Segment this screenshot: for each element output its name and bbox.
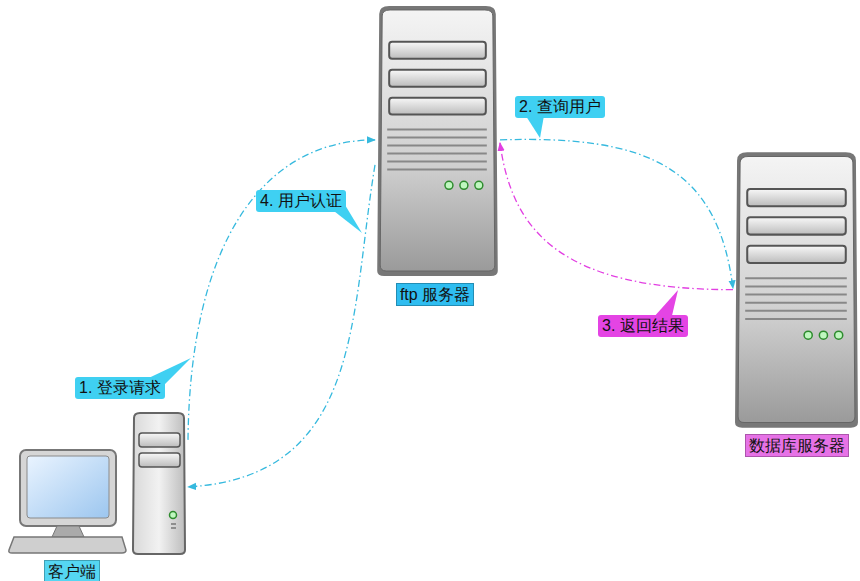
- flow-connector: [188, 140, 375, 440]
- server-node: 客户端: [8, 413, 188, 581]
- client-computer-icon: [9, 413, 185, 554]
- node-caption: ftp 服务器: [396, 283, 474, 306]
- callout-label: 4. 用户认证: [256, 190, 346, 212]
- flow-connector: [188, 165, 375, 487]
- flow-connector: [500, 143, 733, 290]
- callout-label: 1. 登录请求: [75, 377, 165, 399]
- ftp-server-icon: [377, 6, 498, 276]
- node-caption: 数据库服务器: [745, 434, 849, 457]
- callout-tail: [526, 116, 544, 138]
- server-node: 数据库服务器: [733, 150, 860, 459]
- flow-connector: [500, 139, 733, 288]
- callout-label: 2. 查询用户: [515, 96, 605, 118]
- database-server-icon: [735, 152, 858, 427]
- callout-label: 3. 返回结果: [598, 315, 688, 337]
- node-caption: 客户端: [44, 560, 100, 581]
- callout-tail: [654, 290, 678, 317]
- server-node: ftp 服务器: [375, 4, 500, 306]
